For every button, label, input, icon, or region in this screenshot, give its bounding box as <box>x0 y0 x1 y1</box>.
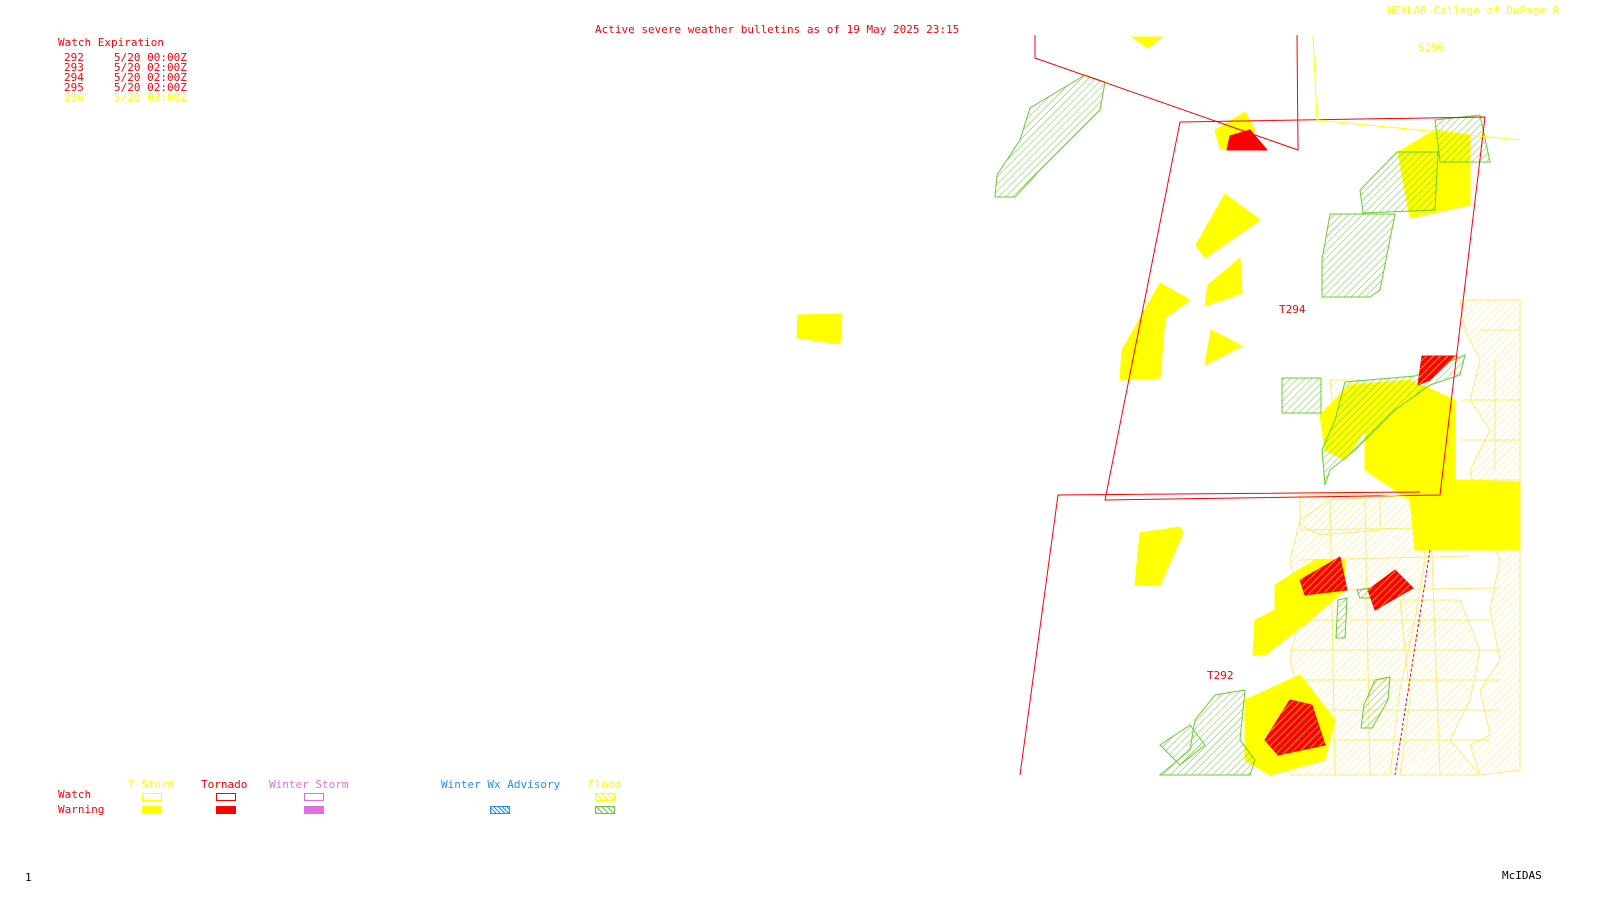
watch-time: 5/20 02:00Z <box>114 81 187 94</box>
watch-id: 292 <box>64 51 84 64</box>
legend-tornado-label: Tornado <box>201 778 248 791</box>
watch-id: 295 <box>64 81 84 94</box>
watch-row: 294 5/20 02:00Z <box>64 71 187 84</box>
legend-tstorm-warning-swatch <box>142 806 162 814</box>
frame-number: 1 <box>25 871 32 884</box>
credit-label: NEXLAB-College of DuPage R <box>1387 4 1560 17</box>
legend-row-watch: Watch <box>58 788 92 801</box>
label-t294: T294 <box>1279 303 1306 316</box>
watch-row: 292 5/20 00:00Z <box>64 51 187 64</box>
label-s296: S296 <box>1418 41 1445 54</box>
watch-id: 296 <box>64 91 84 104</box>
legend-winter-storm-warning-swatch <box>304 806 324 814</box>
legend-tstorm-watch-swatch <box>142 793 162 801</box>
legend-tstorm-label: T-Storm <box>128 778 175 791</box>
watch-expiration-heading: Watch Expiration <box>58 36 164 49</box>
flood-warnings <box>994 74 1491 776</box>
bulletin-title: Active severe weather bulletins as of 19… <box>595 23 960 36</box>
legend-tornado-watch-swatch <box>216 793 236 801</box>
watch-time: 5/20 02:00Z <box>114 71 187 84</box>
watch-row: 296 5/20 03:00Z <box>64 91 187 104</box>
label-t292: T292 <box>1207 669 1234 682</box>
legend-flood-watch-swatch <box>595 793 615 801</box>
legend-tornado-warning-swatch <box>216 806 236 814</box>
legend-row-warning: Warning <box>58 803 105 816</box>
legend-winter-storm-watch-swatch <box>304 793 324 801</box>
legend-winter-advisory-swatch <box>490 806 510 814</box>
legend-winter-storm-label: Winter Storm <box>269 778 349 791</box>
watch-id: 294 <box>64 71 84 84</box>
watch-row: 293 5/20 02:00Z <box>64 61 187 74</box>
watch-boxes <box>1019 34 1521 776</box>
watch-time: 5/20 03:00Z <box>114 91 187 104</box>
watch-id: 293 <box>64 61 84 74</box>
watch-time: 5/20 00:00Z <box>114 51 187 64</box>
legend-winter-advisory-label: Winter Wx Advisory <box>441 778 561 791</box>
legend-flood-warning-swatch <box>595 806 615 814</box>
legend-flood-label: Flood <box>588 778 622 791</box>
software-label: McIDAS <box>1502 869 1542 882</box>
watch-time: 5/20 02:00Z <box>114 61 187 74</box>
watch-row: 295 5/20 02:00Z <box>64 81 187 94</box>
